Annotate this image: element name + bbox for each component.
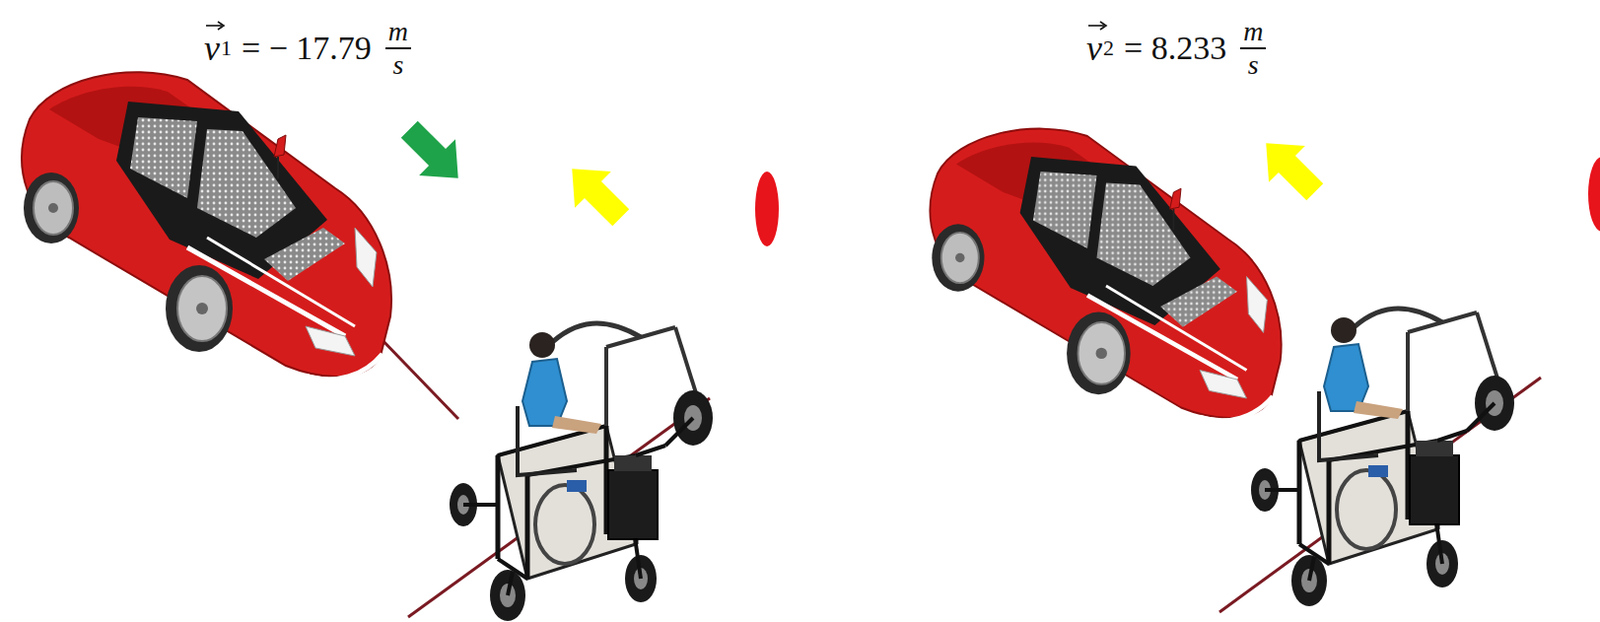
yellow-arrow — [1248, 125, 1333, 210]
vector-symbol: v — [204, 27, 220, 70]
red-marker — [755, 171, 779, 247]
unit-fraction: ms — [385, 15, 412, 81]
vector-arrow — [204, 19, 226, 32]
velocity-label: v1 = − 17.79 ms — [204, 15, 412, 81]
velocity-label: v2 = 8.233 ms — [1086, 15, 1266, 81]
red-car — [21, 71, 392, 380]
velocity-value: = 8.233 — [1123, 29, 1227, 68]
unit-fraction: ms — [1240, 15, 1266, 81]
wheelchair-vehicle — [1251, 308, 1515, 607]
vector-arrow — [1086, 19, 1109, 32]
unit-numerator: m — [385, 15, 412, 50]
yellow-arrow — [554, 150, 639, 236]
unit-numerator: m — [1240, 15, 1266, 50]
red-marker — [1588, 156, 1600, 232]
subscript: 2 — [1103, 35, 1114, 62]
wheelchair-vehicle — [449, 323, 713, 622]
subscript: 1 — [220, 35, 232, 62]
red-car — [930, 129, 1282, 421]
velocity-value: = − 17.79 — [241, 29, 372, 68]
vector-symbol: v — [1086, 27, 1103, 70]
unit-denominator: s — [393, 49, 405, 81]
unit-denominator: s — [1248, 49, 1259, 81]
green-arrow — [391, 111, 477, 197]
